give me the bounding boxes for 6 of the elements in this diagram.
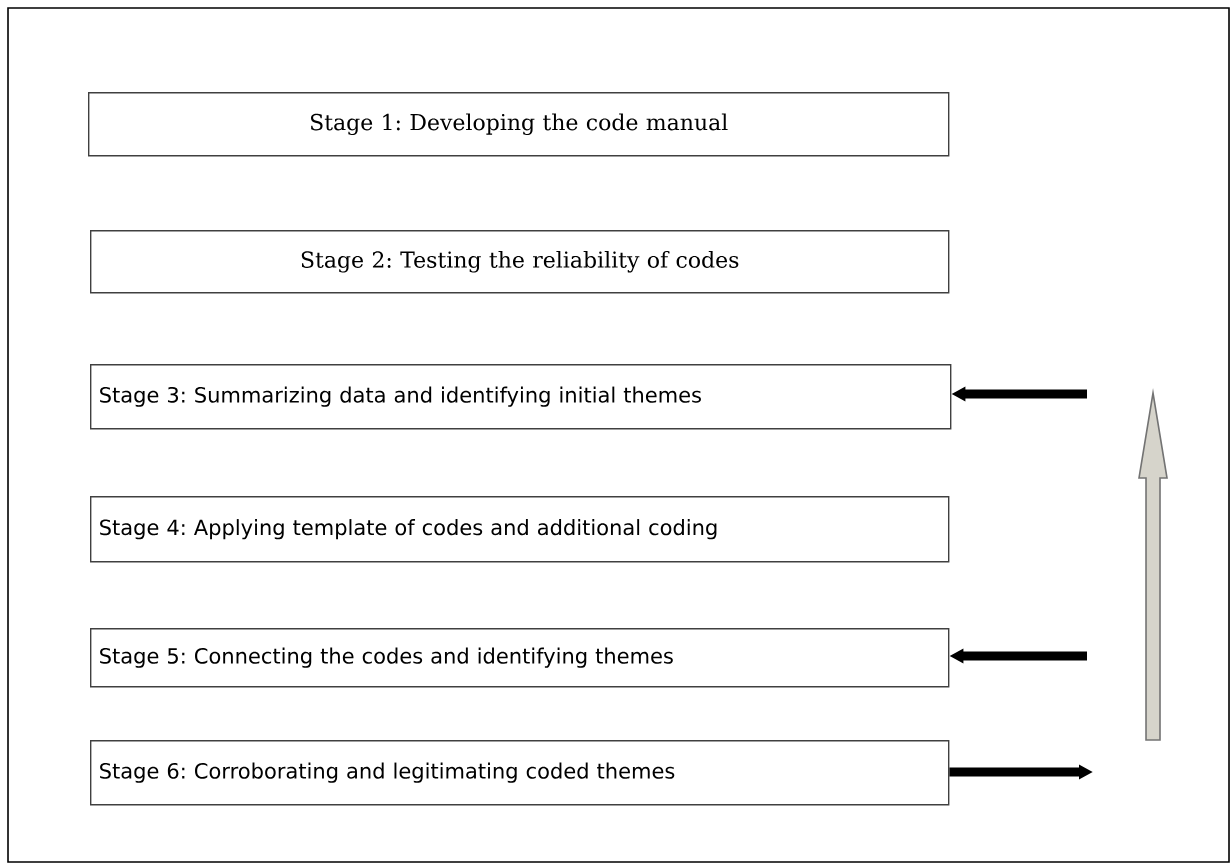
stage-box: Stage 6: Corroborating and legitimating coded themes (90, 740, 950, 806)
stage-box: Stage 2: Testing the reliability of codes (90, 230, 950, 294)
stage-box: Stage 3: Summarizing data and identifying initial themes (90, 364, 952, 430)
stage-box: Stage 5: Connecting the codes and identifying themes (90, 628, 950, 688)
stage-box: Stage 4: Applying template of codes and additional coding (90, 496, 950, 563)
stage-box: Stage 1: Developing the code manual (88, 92, 950, 157)
